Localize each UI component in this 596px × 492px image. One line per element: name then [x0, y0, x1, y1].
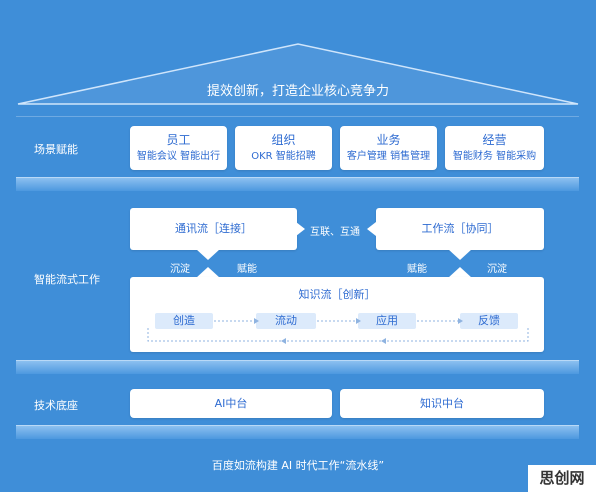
- scene-card-sub: 智能财务 智能采购: [452, 151, 537, 162]
- comm-flow-label: 通讯流［连接］: [175, 222, 252, 235]
- scene-card-title: 经营: [482, 133, 507, 147]
- base-card-ai-label: AI中台: [214, 397, 248, 410]
- base-card-knowledge-label: 知识中台: [420, 397, 464, 410]
- comm-flow-box: 通讯流［连接］: [130, 208, 297, 250]
- scene-card-organization: 组织 OKR 智能招聘: [235, 126, 332, 170]
- knowledge-pointer-left: [196, 267, 220, 278]
- step-flow: 流动: [256, 313, 316, 329]
- scene-card-sub: OKR 智能招聘: [251, 151, 316, 162]
- divider-top: [16, 116, 579, 117]
- right-settle-label: 沉淀: [487, 264, 507, 275]
- base-label: 技术底座: [34, 399, 78, 412]
- watermark: 思创网: [528, 465, 596, 492]
- scene-card-title: 员工: [166, 133, 191, 147]
- scene-card-sub: 智能会议 智能出行: [136, 151, 221, 162]
- base-card-ai: AI中台: [130, 389, 332, 418]
- base-layer-bar: [16, 425, 579, 439]
- work-flow-box: 工作流［协同］: [376, 208, 544, 250]
- step-feedback: 反馈: [460, 313, 518, 329]
- watermark-text: 思创网: [539, 469, 585, 487]
- comm-side-pointer: [296, 222, 305, 236]
- scene-card-operation: 经营 智能财务 智能采购: [445, 126, 544, 170]
- scene-label: 场景赋能: [34, 143, 78, 156]
- step-create: 创造: [155, 313, 213, 329]
- scene-card-title: 业务: [376, 133, 401, 147]
- knowledge-flow-label: 知识流［创新］: [298, 288, 376, 301]
- work-side-pointer: [367, 222, 376, 236]
- cycle-arrows: [147, 318, 529, 344]
- scene-card-title: 组织: [271, 133, 296, 147]
- comm-pointer: [196, 249, 220, 260]
- right-empower-label: 赋能: [407, 264, 427, 275]
- scene-card-sub: 客户管理 销售管理: [346, 151, 431, 162]
- roof-shape: [17, 43, 579, 105]
- left-empower-label: 赋能: [237, 264, 257, 275]
- knowledge-pointer-right: [448, 267, 472, 278]
- flow-label: 智能流式工作: [34, 273, 100, 286]
- roof-title: 提效创新，打造企业核心竞争力: [206, 84, 389, 99]
- step-apply: 应用: [358, 313, 416, 329]
- scene-card-employee: 员工 智能会议 智能出行: [130, 126, 227, 170]
- scene-layer-bar: [16, 177, 579, 191]
- base-card-knowledge: 知识中台: [340, 389, 544, 418]
- link-label: 互联、互通: [310, 227, 360, 238]
- work-flow-label: 工作流［协同］: [421, 222, 499, 235]
- footer-caption: 百度如流构建 AI 时代工作“流水线”: [211, 459, 385, 472]
- work-pointer: [448, 249, 472, 260]
- scene-card-business: 业务 客户管理 销售管理: [340, 126, 437, 170]
- left-settle-label: 沉淀: [170, 264, 190, 275]
- flow-layer-bar: [16, 360, 579, 374]
